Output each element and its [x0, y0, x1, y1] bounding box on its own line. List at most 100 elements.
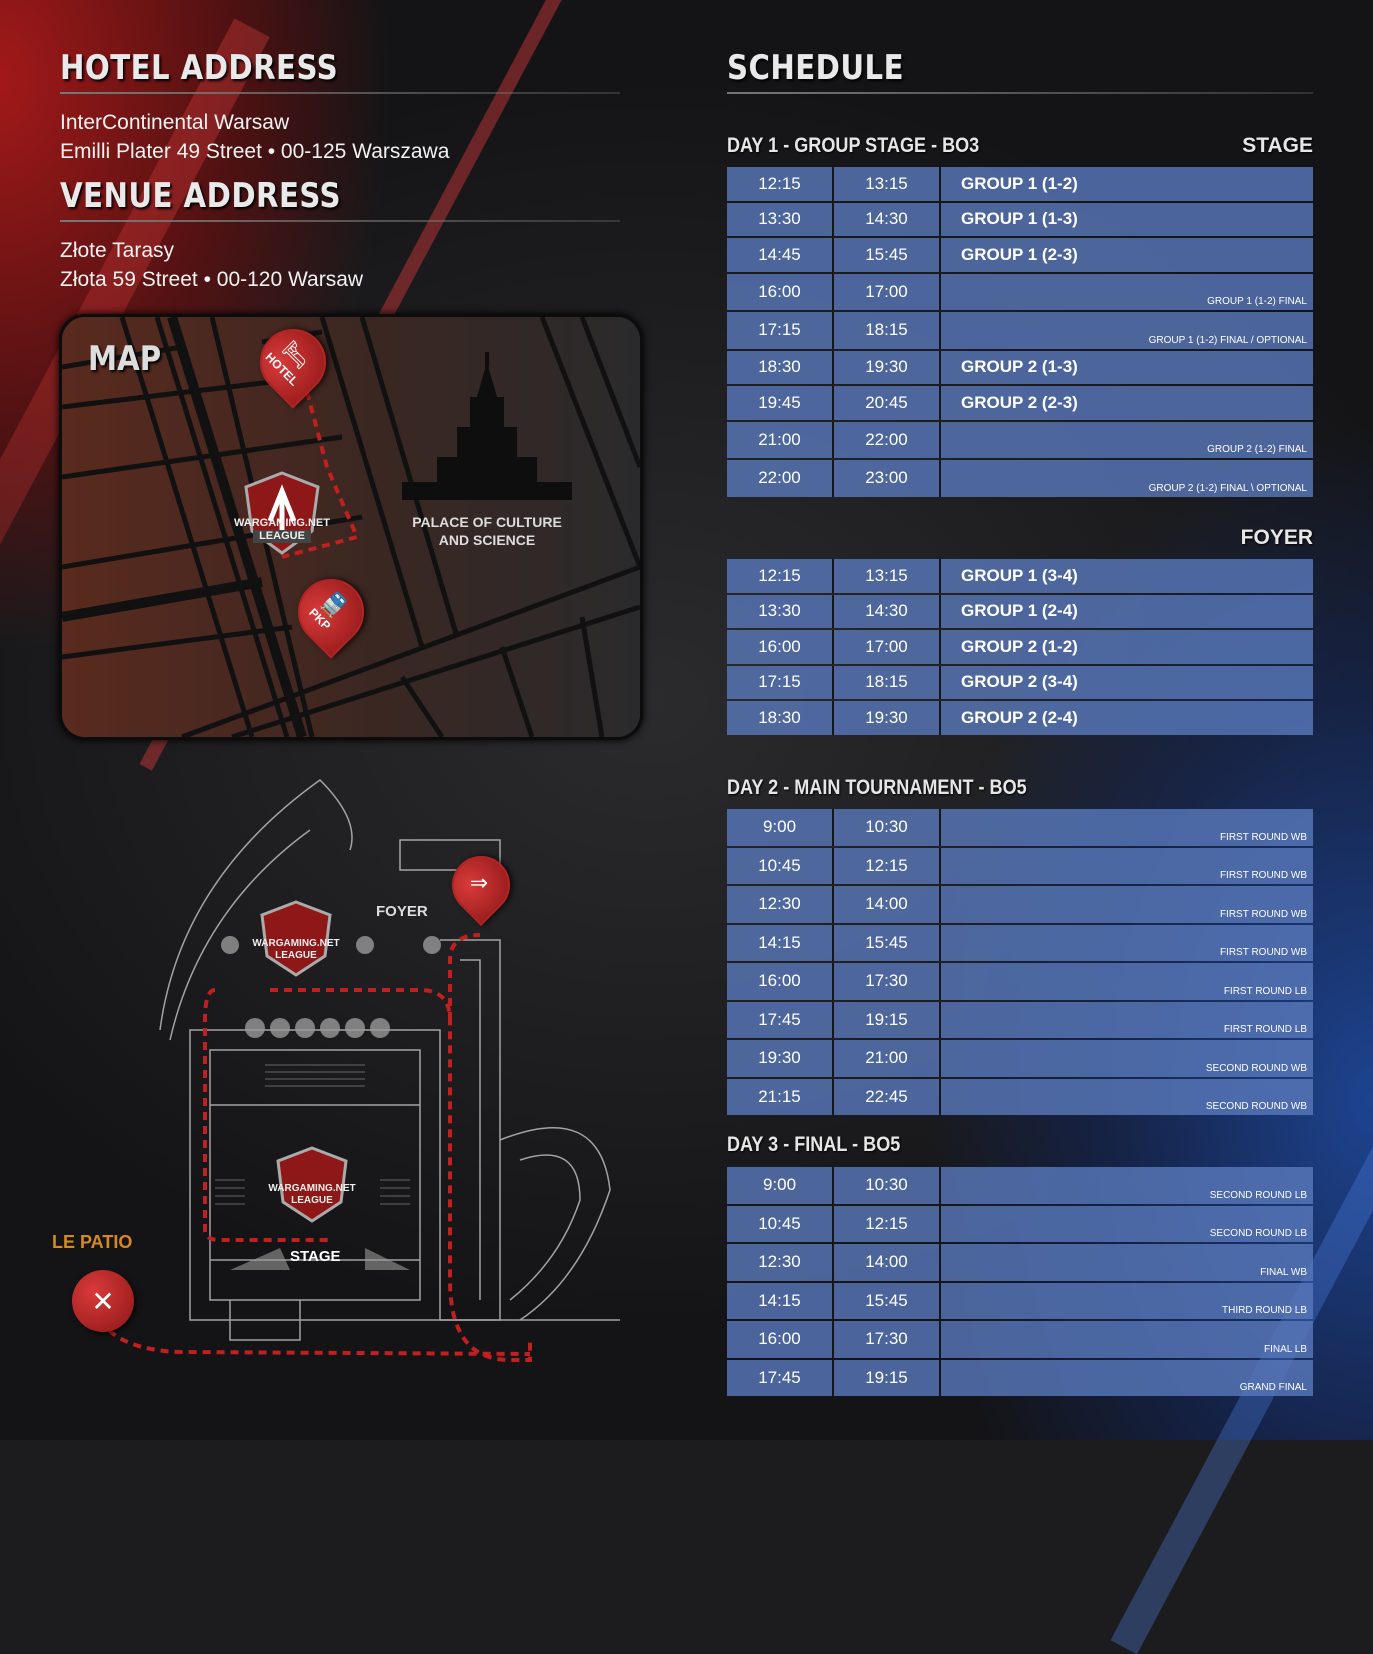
- hotel-heading: HOTEL ADDRESS: [60, 48, 339, 88]
- city-map[interactable]: MAP 🛏 HOTEL WARGAMING.NET LEAGUE 🚆 PKP P…: [59, 314, 643, 740]
- match-label: FINAL WB: [941, 1244, 1313, 1281]
- hotel-name: InterContinental Warsaw: [60, 111, 290, 134]
- match-label: GROUP 1 (2-3): [941, 238, 1313, 272]
- end-time: 10:30: [834, 1167, 941, 1204]
- hotel-street: Emilli Plater 49 Street • 00-125 Warszaw…: [60, 140, 450, 163]
- foyer-location-label: FOYER: [1240, 526, 1313, 549]
- venue-street: Złota 59 Street • 00-120 Warsaw: [60, 268, 364, 291]
- restaurant-pin[interactable]: ✕: [72, 1270, 134, 1332]
- day2-title: DAY 2 - MAIN TOURNAMENT - BO5: [727, 776, 1027, 799]
- venue-section: VENUE ADDRESS Złote Tarasy Złota 59 Stre…: [60, 176, 620, 294]
- start-time: 18:30: [727, 350, 834, 384]
- end-time: 15:45: [834, 238, 941, 272]
- end-time: 17:30: [834, 963, 941, 1000]
- start-time: 14:15: [727, 1282, 834, 1319]
- start-time: 17:15: [727, 665, 834, 699]
- match-label: GROUP 2 (1-2) FINAL: [941, 421, 1313, 458]
- start-time: 10:45: [727, 1205, 834, 1242]
- end-time: 19:30: [834, 350, 941, 384]
- schedule-heading: SCHEDULE: [727, 48, 905, 88]
- start-time: 18:30: [727, 701, 834, 735]
- schedule-header: SCHEDULE: [727, 48, 1313, 94]
- start-time: 16:00: [727, 963, 834, 1000]
- end-time: 17:00: [834, 273, 941, 310]
- start-time: 12:30: [727, 886, 834, 923]
- start-time: 13:30: [727, 594, 834, 628]
- palace-silhouette: [402, 352, 572, 500]
- end-time: 14:30: [834, 202, 941, 236]
- end-time: 15:45: [834, 1282, 941, 1319]
- end-time: 20:45: [834, 386, 941, 420]
- end-time: 22:00: [834, 421, 941, 458]
- venue-address: Złote Tarasy Złota 59 Street • 00-120 Wa…: [60, 236, 620, 294]
- match-label: GROUP 2 (3-4): [941, 665, 1313, 699]
- start-time: 17:45: [727, 1359, 834, 1396]
- start-time: 10:45: [727, 847, 834, 884]
- match-label: GRAND FINAL: [941, 1359, 1313, 1396]
- end-time: 18:15: [834, 312, 941, 349]
- palace-label: PALACE OF CULTURE AND SCIENCE: [412, 514, 562, 548]
- schedule-rule: [727, 92, 1313, 94]
- match-label: SECOND ROUND WB: [941, 1040, 1313, 1077]
- match-label: SECOND ROUND WB: [941, 1078, 1313, 1115]
- end-time: 13:15: [834, 167, 941, 201]
- fork-knife-icon: ✕: [91, 1285, 115, 1317]
- match-label: GROUP 1 (2-4): [941, 594, 1313, 628]
- venue-heading: VENUE ADDRESS: [60, 176, 342, 216]
- venue-name: Złote Tarasy: [60, 239, 174, 262]
- foyer-label: FOYER: [376, 903, 428, 920]
- street-grid: [62, 317, 640, 737]
- match-label: GROUP 1 (3-4): [941, 559, 1313, 593]
- end-time: 13:15: [834, 559, 941, 593]
- start-time: 19:30: [727, 1040, 834, 1077]
- end-time: 14:00: [834, 1244, 941, 1281]
- venue-floorplan[interactable]: FOYER STAGE WARGAMING.NET LEAGUE WARGAMI…: [40, 760, 680, 1380]
- start-time: 9:00: [727, 809, 834, 846]
- hotel-address: InterContinental Warsaw Emilli Plater 49…: [60, 108, 620, 166]
- start-time: 13:30: [727, 202, 834, 236]
- end-time: 17:30: [834, 1321, 941, 1358]
- stage-label: STAGE: [290, 1248, 341, 1265]
- floorplan-drawing: [98, 779, 620, 1362]
- end-time: 12:15: [834, 847, 941, 884]
- wgl-badge: WARGAMING.NET LEAGUE: [234, 471, 330, 555]
- match-label: GROUP 2 (1-3): [941, 350, 1313, 384]
- end-time: 17:00: [834, 630, 941, 664]
- match-label: FIRST ROUND WB: [941, 924, 1313, 961]
- match-label: FIRST ROUND WB: [941, 809, 1313, 846]
- end-time: 19:15: [834, 1001, 941, 1038]
- start-time: 12:15: [727, 559, 834, 593]
- start-time: 14:15: [727, 924, 834, 961]
- end-time: 22:45: [834, 1078, 941, 1115]
- wgl-badge-foyer: WARGAMING.NET LEAGUE: [252, 938, 340, 961]
- start-time: 14:45: [727, 238, 834, 272]
- day3-title: DAY 3 - FINAL - BO5: [727, 1133, 901, 1156]
- end-time: 12:15: [834, 1205, 941, 1242]
- le-patio-logo: LE PATIO: [52, 1232, 133, 1252]
- venue-rule: [60, 220, 620, 222]
- end-time: 14:30: [834, 594, 941, 628]
- match-label: GROUP 1 (1-2) FINAL: [941, 273, 1313, 310]
- match-label: GROUP 2 (2-4): [941, 701, 1313, 735]
- match-label: FIRST ROUND LB: [941, 1001, 1313, 1038]
- match-label: GROUP 2 (1-2) FINAL \ OPTIONAL: [941, 460, 1313, 497]
